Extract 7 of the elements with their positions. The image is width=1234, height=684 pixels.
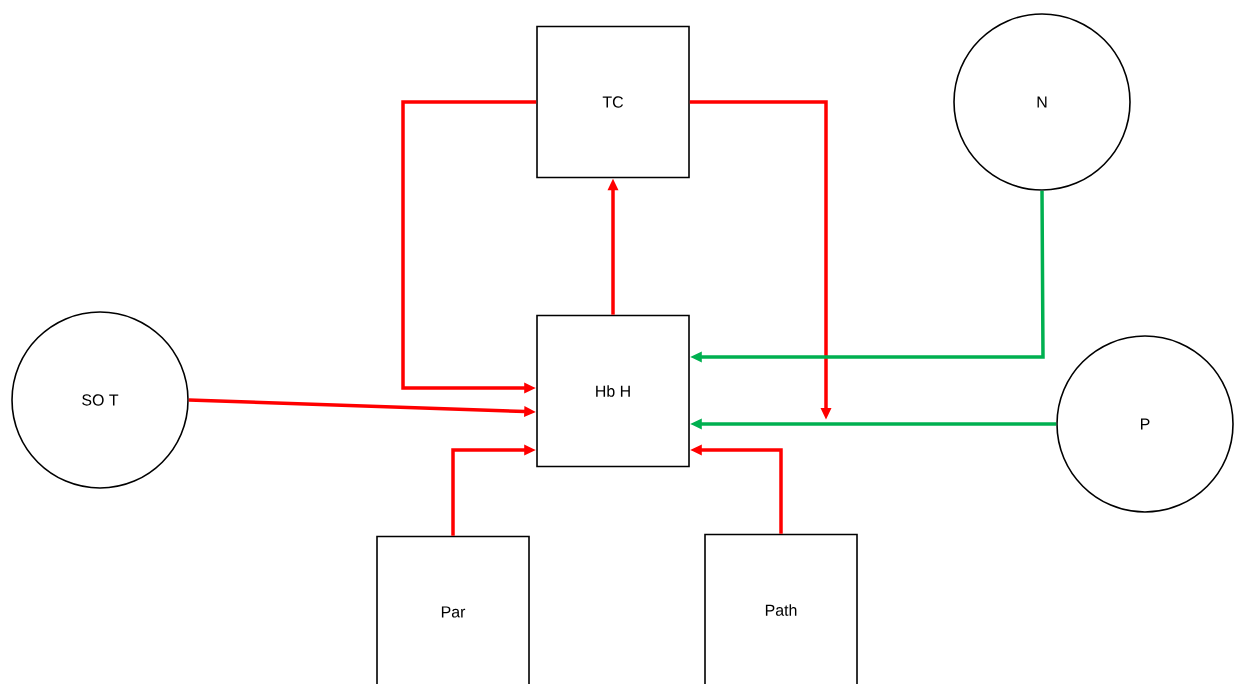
process-box: Par bbox=[376, 535, 530, 684]
process-box: TC bbox=[536, 25, 690, 179]
circle-node: N bbox=[953, 13, 1131, 191]
circle-node: SO T bbox=[11, 311, 189, 489]
circle-node: P bbox=[1056, 335, 1234, 513]
process-box: Hb H bbox=[536, 314, 690, 468]
process-box: Path bbox=[704, 533, 858, 684]
